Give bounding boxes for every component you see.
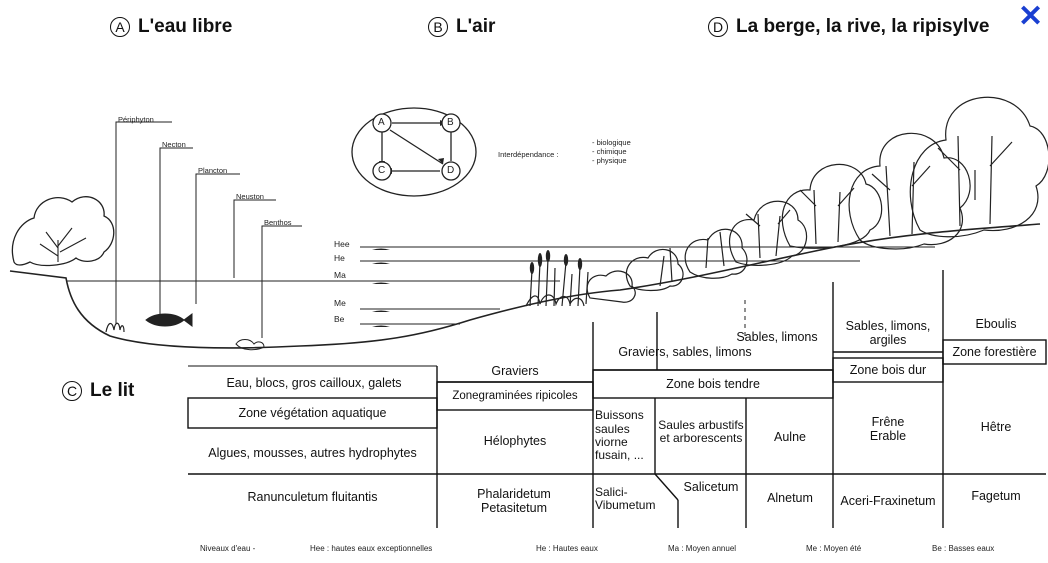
vegetation-hydrophytes: Algues, mousses, autres hydrophytes [190, 440, 435, 466]
leader-necton [160, 148, 193, 316]
level-label-he: He [334, 253, 345, 263]
level-label-ma: Ma [334, 270, 346, 280]
vegetation-buissons: Buissons saules viorne fusain, ... [595, 402, 655, 470]
vegetation-saules: Saules arbustifs et arborescents [657, 406, 745, 458]
association-salici-vibumetum: Salici-Vibumetum [595, 482, 673, 516]
vegetation-helophytes: Hélophytes [440, 428, 590, 454]
zone-bois-tendre: Zone bois tendre [596, 372, 830, 396]
substrate-col1: Eau, blocs, gros cailloux, galets [196, 374, 432, 392]
interdependance-item: - physique [592, 156, 627, 165]
interdependance-label: Interdépendance : [498, 150, 558, 159]
vegetation-aulne: Aulne [748, 424, 832, 450]
association-ranunculetum: Ranunculetum fluitantis [190, 484, 435, 510]
legend-be: Be : Basses eaux [932, 544, 994, 553]
bank-trees-illustration [587, 97, 1048, 302]
legend-me: Me : Moyen été [806, 544, 861, 553]
substrate-col2: Graviers [440, 362, 590, 380]
association-aceri-fraxinetum: Aceri-Fraxinetum [840, 484, 936, 518]
label-plancton: Plancton [198, 166, 227, 175]
interdependance-item: - biologique [592, 138, 631, 147]
reeds-illustration [526, 250, 588, 306]
level-label-hee: Hee [334, 239, 350, 249]
substrate-col4: Sables, limons [722, 328, 832, 346]
leader-benthos [262, 226, 302, 338]
node-a-letter: A [378, 117, 385, 128]
substrate-col5: Sables, limons, argiles [836, 316, 940, 350]
zone-forestiere: Zone forestière [944, 342, 1045, 362]
label-benthos: Benthos [264, 218, 292, 227]
label-periphyton: Périphyton [118, 115, 154, 124]
node-b-letter: B [447, 117, 454, 128]
node-d-letter: D [447, 165, 454, 176]
label-necton: Necton [162, 140, 186, 149]
association-alnetum: Alnetum [748, 486, 832, 510]
substrate-col6: Eboulis [946, 314, 1046, 334]
node-c-letter: C [378, 165, 385, 176]
association-phalaridetum: Phalaridetum Petasitetum [456, 484, 572, 518]
leader-neuston [234, 200, 276, 278]
zone-bois-dur: Zone bois dur [835, 360, 941, 380]
association-salicetum: Salicetum [676, 476, 746, 498]
leader-plancton [196, 174, 240, 304]
left-bank-tree [12, 197, 113, 266]
legend-hee: Hee : hautes eaux exceptionnelles [310, 544, 432, 553]
legend-title: Niveaux d'eau - [200, 544, 255, 553]
vegetation-hetre: Hêtre [946, 414, 1046, 440]
level-label-be: Be [334, 314, 344, 324]
interdependance-item: - chimique [592, 147, 627, 156]
leader-periphyton [116, 122, 172, 324]
association-fagetum: Fagetum [946, 484, 1046, 508]
label-neuston: Neuston [236, 192, 264, 201]
zone-vegetation-aquatique: Zone végétation aquatique [190, 400, 435, 426]
zone-graminees-ripicoles: Zonegraminées ripicoles [440, 383, 590, 409]
fish-icon [146, 314, 192, 326]
periphyton-plant-icon [106, 323, 124, 332]
legend-he: He : Hautes eaux [536, 544, 598, 553]
legend-ma: Ma : Moyen annuel [668, 544, 736, 553]
level-label-me: Me [334, 298, 346, 308]
vegetation-frene-erable: Frêne Erable [860, 412, 916, 446]
